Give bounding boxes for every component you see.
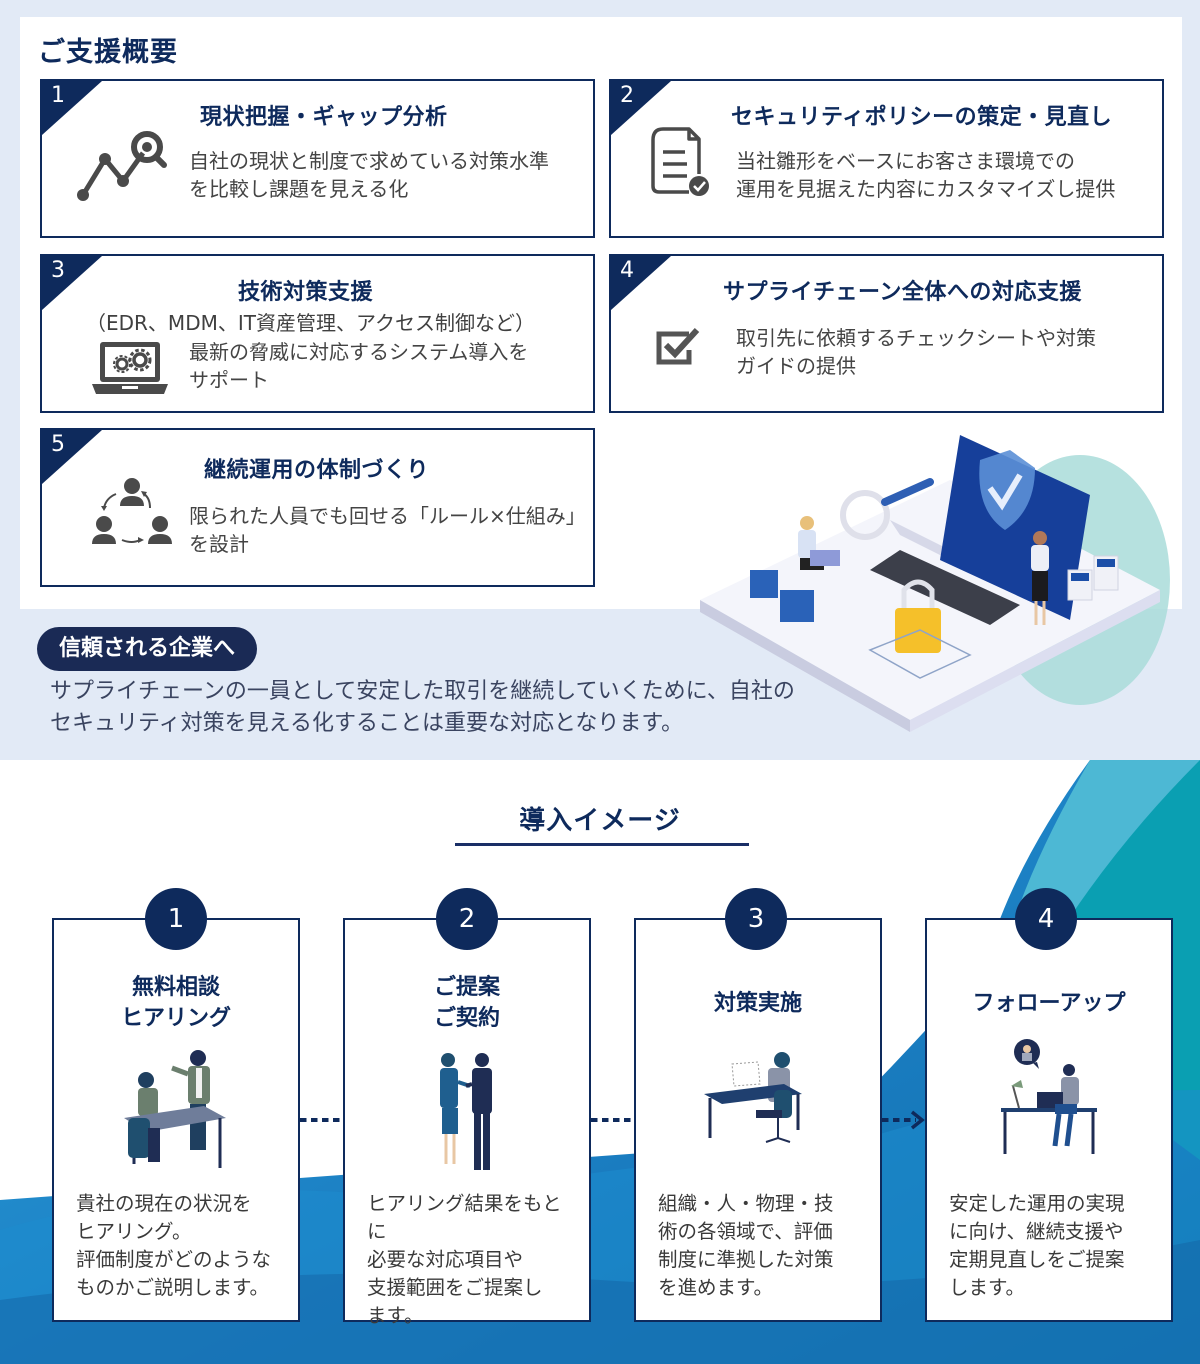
step-description: 組織・人・物理・技 術の各領域で、評価 制度に準拠した対策 を進めます。 bbox=[658, 1192, 834, 1299]
card-number: 3 bbox=[51, 258, 65, 283]
security-laptop-illustration bbox=[700, 435, 1170, 732]
laptop-gears-icon bbox=[92, 342, 168, 394]
handshake-illustration bbox=[440, 1053, 492, 1170]
step-description: ヒアリング結果をもとに 必要な対応項目や 支援範囲をご提案し ます。 bbox=[367, 1192, 562, 1327]
card-number-tab bbox=[42, 430, 102, 484]
step-card-1: 無料相談 ヒアリング 貴社の現在の状況を ヒアリング。 評価制度がどのような も… bbox=[52, 918, 300, 1322]
team-cycle-icon bbox=[92, 478, 172, 544]
support-card-1: 1 現状把握・ギャップ分析 自社の現状と制度で求めている対策水準 を比較し課題を… bbox=[40, 79, 595, 238]
step-connector-2-3 bbox=[591, 1118, 635, 1122]
step-title: ご提案 ご契約 bbox=[433, 975, 500, 1031]
support-card-2: 2 セキュリティポリシーの策定・見直し 当社雛形をベースにお客さま環境での 運用… bbox=[609, 79, 1164, 238]
step-number-1: 1 bbox=[145, 888, 207, 950]
card-description: 取引先に依頼するチェックシートや対策 ガイドの提供 bbox=[736, 326, 1096, 378]
trust-badge: 信頼される企業へ bbox=[37, 627, 258, 671]
card-description: 自社の現状と制度で求めている対策水準 を比較し課題を見える化 bbox=[189, 149, 549, 201]
step-number-4: 4 bbox=[1015, 888, 1077, 950]
step-card-3: 対策実施 組織・人・物理・技 術の各領域で、評価 制度に準拠した対策 を進めます… bbox=[634, 918, 882, 1322]
card-description: 限られた人員でも回せる「ルール×仕組み」 を設計 bbox=[189, 504, 586, 556]
introduction-title: 導入イメージ bbox=[519, 806, 681, 836]
step-title: 対策実施 bbox=[713, 991, 802, 1016]
card-description: 当社雛形をベースにお客さま環境での 運用を見据えた内容にカスタマイズし提供 bbox=[736, 149, 1116, 201]
title-underline bbox=[455, 843, 749, 846]
card-number-tab bbox=[42, 256, 102, 310]
support-card-4: 4 サプライチェーン全体への対応支援 取引先に依頼するチェックシートや対策 ガイ… bbox=[609, 254, 1164, 413]
step-card-2: ご提案 ご契約 ヒアリング結果をもとに 必要な対応項目や 支援範囲をご提案し ま… bbox=[343, 918, 591, 1327]
step-description: 貴社の現在の状況を ヒアリング。 評価制度がどのような ものかご説明します。 bbox=[76, 1192, 272, 1299]
card-number-tab bbox=[611, 81, 671, 135]
step-number-3: 3 bbox=[725, 888, 787, 950]
step-connector-3-4 bbox=[882, 1118, 916, 1122]
card-title: 技術対策支援 bbox=[238, 280, 374, 305]
chart-search-icon bbox=[77, 131, 167, 201]
card-title: セキュリティポリシーの策定・見直し bbox=[731, 105, 1113, 130]
card-number-tab bbox=[611, 256, 671, 310]
step-number-2: 2 bbox=[436, 888, 498, 950]
step-description: 安定した運用の実現 に向け、継続支援や 定期見直しをご提案 します。 bbox=[949, 1192, 1125, 1299]
step-connector-1-2 bbox=[300, 1118, 344, 1122]
arrow-right-icon bbox=[910, 1110, 925, 1130]
step-title: フォローアップ bbox=[972, 991, 1126, 1016]
card-title: サプライチェーン全体への対応支援 bbox=[723, 280, 1082, 305]
card-subtitle: （EDR、MDM、IT資産管理、アクセス制御など） bbox=[86, 311, 535, 335]
card-title: 継続運用の体制づくり bbox=[204, 458, 430, 483]
card-number: 4 bbox=[620, 258, 634, 283]
card-number: 1 bbox=[51, 83, 65, 108]
support-card-3: 3 技術対策支援 （EDR、MDM、IT資産管理、アクセス制御など） 最新の脅威… bbox=[40, 254, 595, 413]
card-number-tab bbox=[42, 81, 102, 135]
document-check-icon bbox=[651, 127, 709, 196]
overview-title: ご支援概要 bbox=[38, 37, 178, 68]
card-description: 最新の脅威に対応するシステム導入を サポート bbox=[189, 340, 529, 392]
desk-work-illustration bbox=[704, 1052, 802, 1143]
online-followup-illustration bbox=[1001, 1039, 1097, 1154]
card-number: 5 bbox=[51, 432, 65, 457]
support-card-5: 5 継続運用の体制づくり 限られた人員でも回せる「ルール×仕組み」 を設計 bbox=[40, 428, 595, 587]
card-number: 2 bbox=[620, 83, 634, 108]
checkbox-icon bbox=[656, 327, 700, 365]
step-title: 無料相談 ヒアリング bbox=[120, 975, 231, 1031]
consultation-meeting-illustration bbox=[124, 1050, 226, 1168]
card-title: 現状把握・ギャップ分析 bbox=[200, 105, 448, 130]
trust-description: サプライチェーンの一員として安定した取引を継続していくために、自社の セキュリテ… bbox=[50, 679, 795, 736]
step-card-4: フォローアップ 安定した運用の実現 に向け、継続支援や 定期見直しをご提案 しま… bbox=[925, 918, 1173, 1322]
